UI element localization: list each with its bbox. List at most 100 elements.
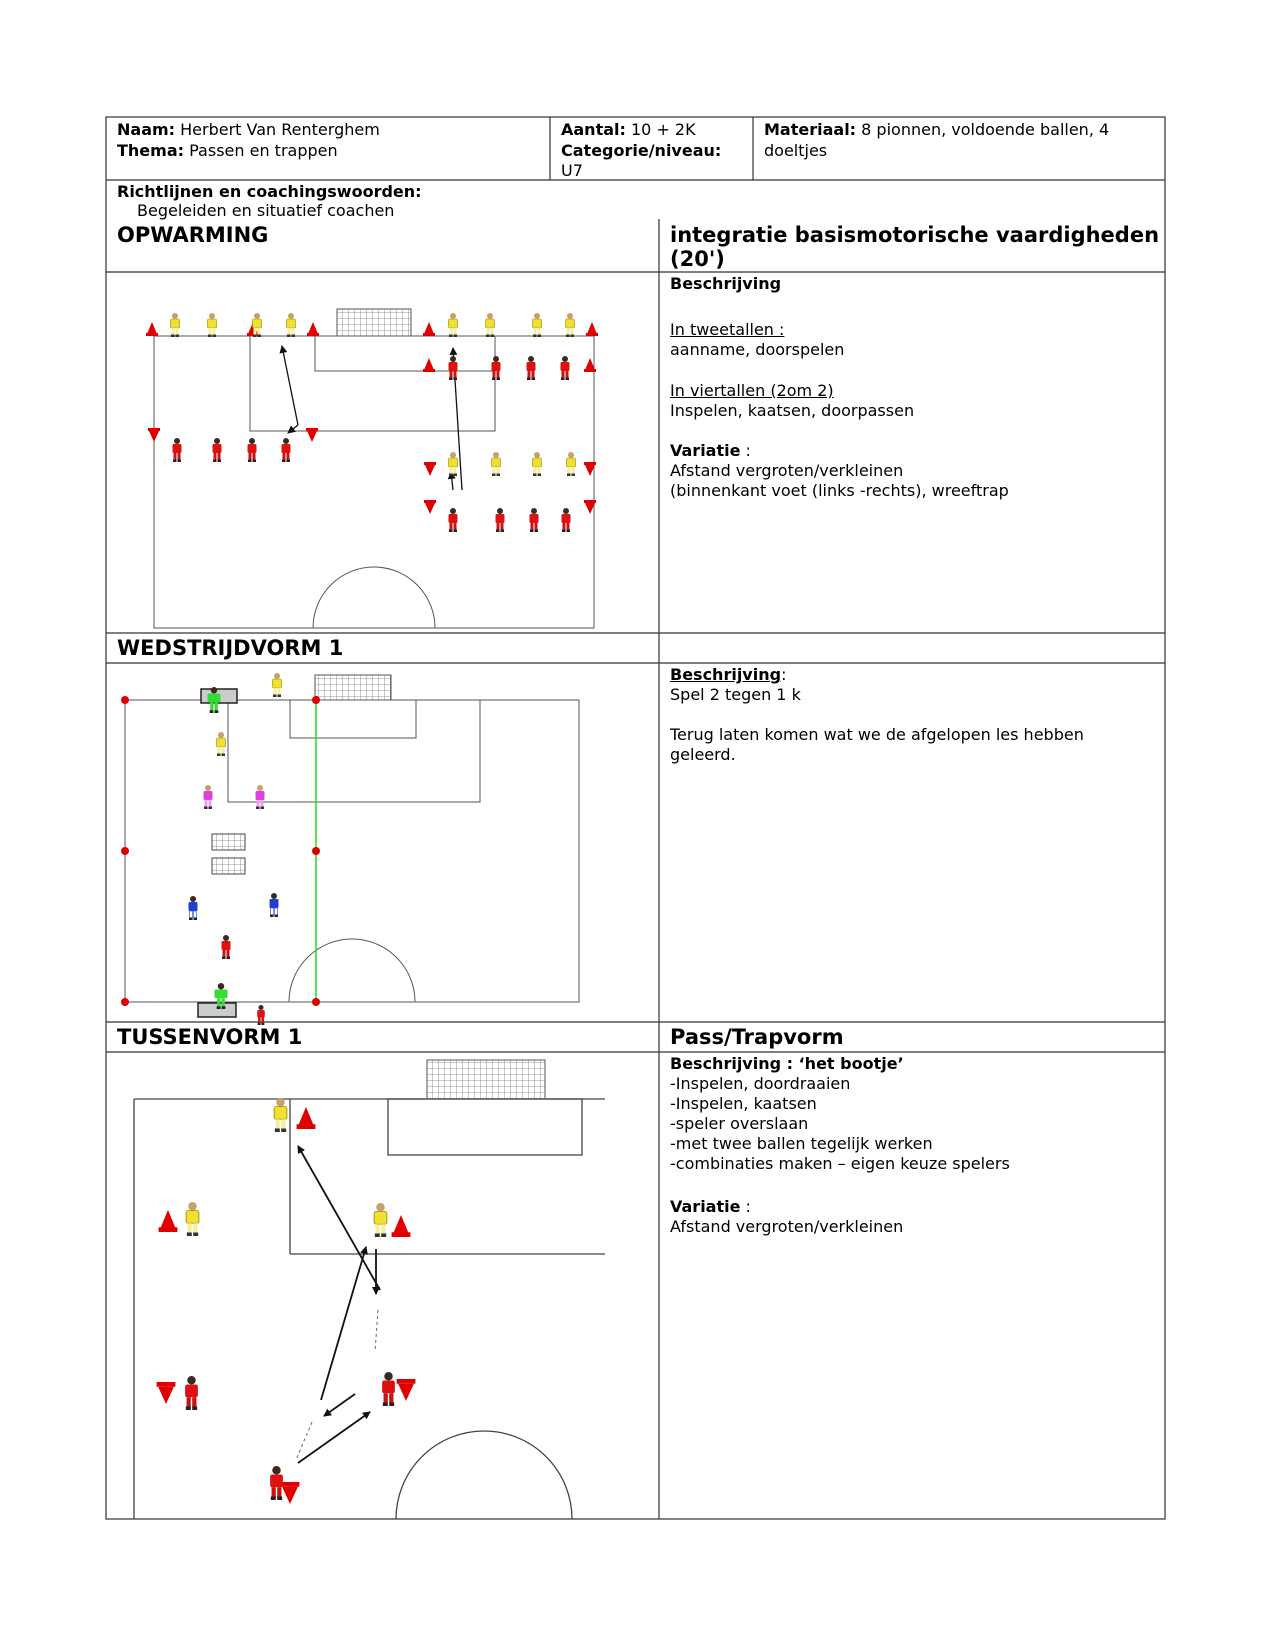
wedstrijdvorm-line1: Spel 2 tegen 1 k: [670, 685, 801, 704]
section-title-opwarming: OPWARMING: [117, 223, 269, 247]
cone-icon: [148, 428, 160, 442]
opwarming-variatie-colon: :: [740, 441, 751, 460]
center-circle: [395, 1430, 573, 1520]
player-icon: [532, 313, 542, 337]
aantal-value: 10 + 2K: [625, 120, 696, 139]
list-item: -Inspelen, doordraaien: [670, 1074, 851, 1093]
categorie-label: Categorie/niveau:: [561, 141, 722, 160]
naam-row: Naam: Herbert Van Renterghem: [117, 120, 380, 140]
table-grid: [105, 116, 1166, 1520]
tussenvorm-desc-heading: Beschrijving : ‘het bootje’: [670, 1054, 904, 1073]
player-icon: [281, 438, 291, 462]
cone-icon: [280, 1482, 300, 1504]
player-icon: [560, 356, 570, 380]
materiaal-value-cont: doeltjes: [764, 141, 828, 160]
goal-area: [289, 699, 417, 739]
cone-icon: [396, 1379, 416, 1401]
goal-icon: [211, 833, 246, 851]
penalty-box: [249, 335, 496, 432]
player-icon: [532, 452, 542, 476]
wedstrijdvorm-line3: geleerd.: [670, 745, 736, 764]
opwarming-group1-heading: In tweetallen :: [670, 320, 785, 339]
player-icon: [221, 935, 231, 959]
player-icon: [565, 313, 575, 337]
player-icon: [212, 438, 222, 462]
player-icon: [566, 452, 576, 476]
section-subtitle-opwarming: integratie basismotorische vaardigheden …: [670, 223, 1160, 271]
wedstrijdvorm-line2: Terug laten komen wat we de afgelopen le…: [670, 725, 1084, 744]
player-icon: [185, 1202, 200, 1236]
thema-label: Thema:: [117, 141, 185, 160]
aantal-label: Aantal:: [561, 120, 626, 139]
cone-icon: [296, 1107, 316, 1129]
player-icon: [185, 1376, 198, 1410]
tussenvorm-variatie-row: Variatie :: [670, 1197, 751, 1217]
opwarming-variatie-line1: Afstand vergroten/verkleinen: [670, 461, 904, 480]
materiaal-row: Materiaal: 8 pionnen, voldoende ballen, …: [764, 120, 1109, 140]
wedstrijdvorm-desc-row: Beschrijving:: [670, 665, 786, 685]
cone-icon: [424, 500, 436, 514]
pass-arrow-icon: [297, 1145, 381, 1464]
player-icon: [491, 356, 501, 380]
cone-icon: [121, 696, 320, 1006]
goal-icon: [336, 308, 412, 337]
cone-icon: [146, 322, 158, 336]
naam-label: Naam:: [117, 120, 176, 139]
player-icon: [272, 673, 282, 697]
penalty-box: [227, 699, 481, 803]
thema-value: Passen en trappen: [184, 141, 338, 160]
tussenvorm-variatie-line1: Afstand vergroten/verkleinen: [670, 1217, 904, 1236]
goal-icon: [197, 1002, 237, 1018]
player-icon: [448, 452, 458, 476]
cone-icon: [586, 322, 598, 336]
materiaal-value: 8 pionnen, voldoende ballen, 4: [856, 120, 1110, 139]
opwarming-group2-heading: In viertallen (2om 2): [670, 381, 834, 400]
player-icon: [382, 1372, 395, 1406]
aantal-row: Aantal: 10 + 2K: [561, 120, 696, 140]
materiaal-label: Materiaal:: [764, 120, 857, 139]
categorie-value: U7: [561, 161, 583, 180]
player-icon: [269, 893, 279, 917]
list-item: -combinaties maken – eigen keuze spelers: [670, 1154, 1010, 1173]
player-icon: [255, 785, 265, 809]
cone-icon: [156, 1382, 176, 1404]
section-subtitle-tussenvorm: Pass/Trapvorm: [670, 1025, 844, 1049]
cone-icon: [424, 462, 436, 476]
cone-icon: [391, 1215, 411, 1237]
player-icon: [273, 1098, 288, 1132]
player-icon: [286, 313, 296, 337]
goal-icon: [211, 857, 246, 875]
goal-icon: [314, 674, 392, 701]
opwarming-variatie-line2: (binnenkant voet (links -rechts), wreeft…: [670, 481, 1009, 500]
section-title-tussenvorm: TUSSENVORM 1: [117, 1025, 303, 1049]
player-icon: [485, 313, 495, 337]
goal-icon: [426, 1059, 546, 1100]
richtlijnen-label: Richtlijnen en coachingswoorden:: [117, 182, 422, 201]
wedstrijdvorm-desc-colon: :: [781, 665, 787, 684]
player-icon: [495, 508, 505, 532]
list-item: -met twee ballen tegelijk werken: [670, 1134, 933, 1153]
player-icon: [170, 313, 180, 337]
opwarming-diagram: [146, 308, 598, 629]
goal-area: [387, 1098, 583, 1156]
wedstrijdvorm-diagram: [121, 673, 580, 1025]
cone-icon: [423, 358, 435, 372]
player-icon: [207, 313, 217, 337]
tussenvorm-diagram: [133, 1059, 605, 1520]
wedstrijdvorm-desc-heading: Beschrijving: [670, 665, 782, 684]
opwarming-variatie-row: Variatie :: [670, 441, 751, 461]
center-circle: [312, 566, 436, 629]
cone-icon: [307, 322, 319, 336]
player-icon: [188, 896, 198, 920]
player-icon: [561, 508, 571, 532]
center-circle: [288, 938, 416, 1003]
section-title-wedstrijdvorm: WEDSTRIJDVORM 1: [117, 636, 344, 660]
thema-row: Thema: Passen en trappen: [117, 141, 338, 161]
tussenvorm-variatie-label: Variatie: [670, 1197, 741, 1216]
player-icon: [373, 1203, 388, 1237]
player-icon: [448, 313, 458, 337]
player-icon: [448, 356, 458, 380]
player-icon: [491, 452, 501, 476]
